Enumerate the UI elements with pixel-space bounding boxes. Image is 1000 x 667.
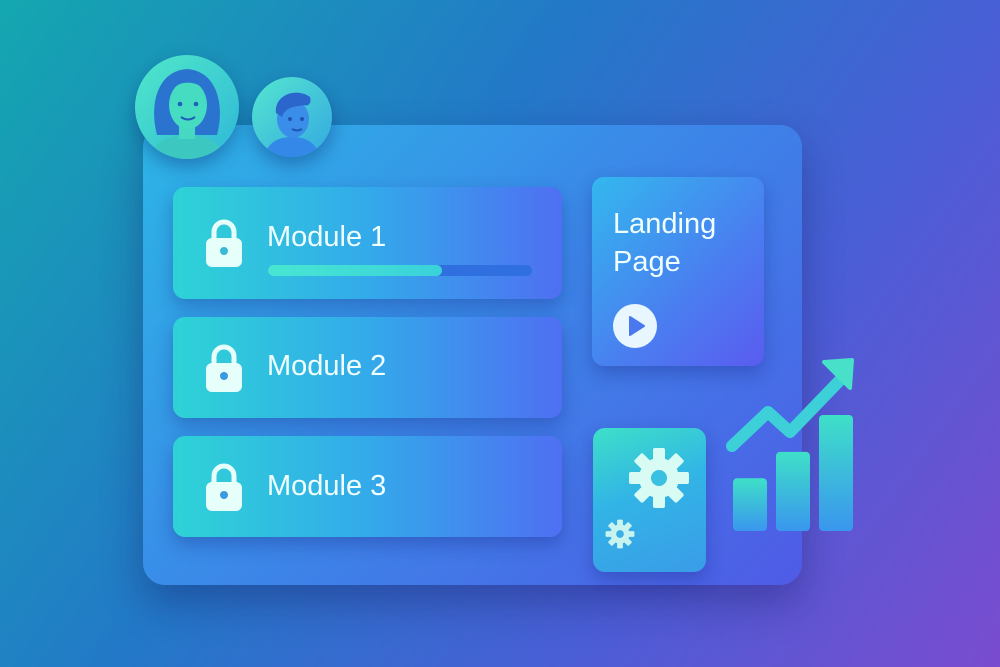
gear-icon [599, 435, 702, 555]
module-label: Module 1 [267, 221, 387, 253]
module-card-3[interactable]: Module 3 [173, 436, 562, 537]
module-card-2[interactable]: Module 2 [173, 317, 562, 418]
settings-card[interactable] [593, 428, 706, 572]
progress-fill [268, 265, 443, 276]
module-progress-bar [268, 265, 532, 276]
arrow-head-icon [822, 358, 854, 390]
module-card-1[interactable]: Module 1 [173, 187, 562, 299]
woman-avatar-icon [135, 55, 239, 159]
avatar-woman [135, 55, 239, 159]
landing-title-line2: Page [613, 246, 681, 278]
play-button[interactable] [613, 304, 657, 348]
lock-icon [206, 344, 242, 392]
lock-icon [206, 463, 242, 511]
lock-icon [206, 219, 242, 267]
play-icon [629, 316, 645, 336]
growth-chart [726, 358, 854, 531]
module-label: Module 3 [267, 470, 387, 502]
module-label: Module 2 [267, 350, 387, 382]
avatar-man [252, 77, 332, 157]
chart-bar [733, 478, 767, 531]
trend-up-arrow-icon [726, 370, 850, 452]
chart-bar [776, 451, 810, 531]
man-avatar-icon [252, 77, 332, 157]
chart-bar [819, 415, 853, 531]
landing-title-line1: Landing [613, 208, 717, 240]
